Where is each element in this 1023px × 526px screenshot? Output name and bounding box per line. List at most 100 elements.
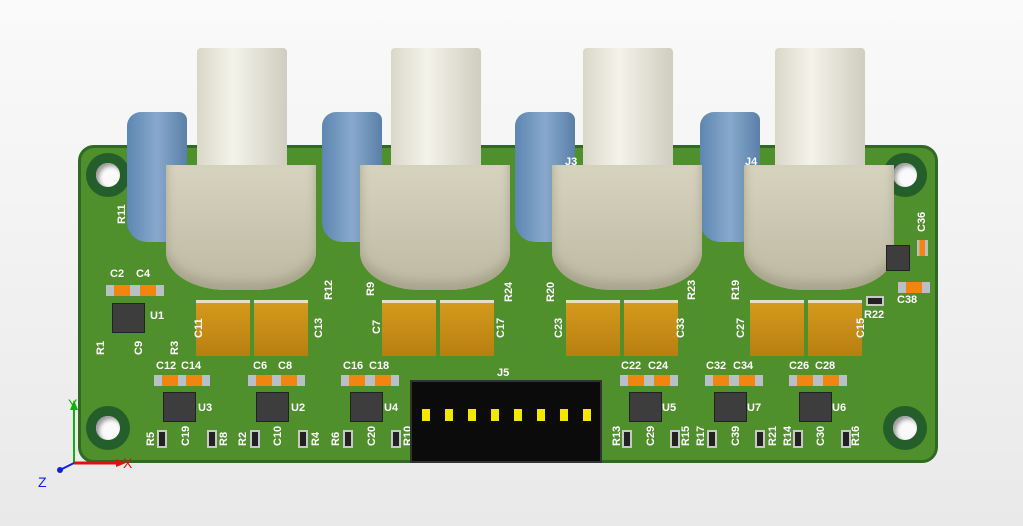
connector-pin (583, 409, 591, 421)
cap-label: C28 (815, 360, 836, 372)
ref-label: R2 (237, 431, 249, 446)
ref-label: R6 (330, 431, 342, 446)
connector-label: J5 (497, 367, 510, 379)
ref-label: C15 (855, 317, 867, 338)
tantalum-capacitor (808, 300, 862, 356)
ref-label: R1 (95, 340, 107, 355)
ref-label: C33 (675, 317, 687, 338)
smd-resistor (793, 430, 803, 448)
smd-capacitor (789, 375, 821, 386)
mounting-hole (86, 406, 130, 450)
ref-label: C27 (735, 317, 747, 338)
ic-chip (714, 392, 747, 422)
ref-label: C39 (730, 425, 742, 446)
ref-label: R17 (695, 425, 707, 446)
ic-label: U7 (747, 402, 762, 414)
tantalum-capacitor (254, 300, 308, 356)
ref-label: C17 (495, 317, 507, 338)
ref-label: C30 (815, 425, 827, 446)
ref-label: R5 (145, 431, 157, 446)
ic-chip (799, 392, 832, 422)
smd-capacitor (917, 240, 928, 256)
rca-jack-j1 (197, 48, 287, 173)
rca-housing-j3 (552, 165, 702, 290)
ref-label: C11 (193, 318, 205, 338)
ref-label: C23 (553, 317, 565, 338)
ic-label: U4 (384, 402, 399, 414)
cap-label: C18 (369, 360, 390, 372)
cap-label: C14 (181, 360, 202, 372)
connector-pin (422, 409, 430, 421)
smd-resistor (755, 430, 765, 448)
connector-pin (537, 409, 545, 421)
cap-label: C6 (253, 360, 268, 372)
cap-label: C2 (110, 268, 125, 280)
ic-label: U6 (832, 402, 847, 414)
cap-label: C36 (916, 211, 928, 232)
ic-chip (163, 392, 196, 422)
smd-capacitor (273, 375, 305, 386)
tantalum-capacitor (196, 300, 250, 356)
smd-resistor (866, 296, 884, 306)
smd-resistor (670, 430, 680, 448)
ref-label: C19 (180, 425, 192, 446)
tantalum-capacitor (566, 300, 620, 356)
cap-label: C16 (343, 360, 364, 372)
smd-capacitor (248, 375, 280, 386)
header-connector-j5 (410, 380, 602, 463)
ic-chip (629, 392, 662, 422)
ref-label: C10 (272, 425, 284, 446)
ref-label: C7 (371, 319, 383, 334)
ic-chip (112, 303, 145, 333)
smd-resistor (298, 430, 308, 448)
ref-label: C9 (133, 340, 145, 355)
ref-label: C29 (645, 425, 657, 446)
ic-label: U1 (150, 310, 165, 322)
smd-resistor (391, 430, 401, 448)
ic-label: U3 (198, 402, 213, 414)
smd-resistor (157, 430, 167, 448)
connector-pin (560, 409, 568, 421)
smd-capacitor (341, 375, 373, 386)
ref-label: R16 (850, 425, 862, 446)
ref-label: C13 (313, 317, 325, 338)
connector-pin (514, 409, 522, 421)
rca-jack-j2 (391, 48, 481, 173)
ref-label: R20 (545, 281, 557, 302)
ic-chip (256, 392, 289, 422)
ref-label: R19 (730, 279, 742, 300)
ic-label: U5 (662, 402, 677, 414)
ref-label: R9 (365, 281, 377, 296)
connector-pin (445, 409, 453, 421)
tantalum-capacitor (440, 300, 494, 356)
mounting-hole (883, 406, 927, 450)
smd-capacitor (132, 285, 164, 296)
rca-housing-j1 (166, 165, 316, 290)
smd-resistor (841, 430, 851, 448)
smd-capacitor (646, 375, 678, 386)
cap-label: C38 (897, 294, 918, 306)
ic-label: U2 (291, 402, 306, 414)
rca-housing-j4 (744, 165, 894, 290)
smd-capacitor (705, 375, 737, 386)
cap-label: C12 (156, 360, 177, 372)
mounting-hole (86, 153, 130, 197)
smd-resistor (622, 430, 632, 448)
rca-housing-j2 (360, 165, 510, 290)
smd-capacitor (178, 375, 210, 386)
y-axis-label: Y (68, 396, 78, 412)
ref-label: R8 (218, 431, 230, 446)
tantalum-capacitor (624, 300, 678, 356)
cap-label: C26 (789, 360, 810, 372)
ref-label: R12 (323, 279, 335, 300)
rca-jack-j3 (583, 48, 673, 173)
x-axis-label: X (123, 455, 133, 471)
ref-label: R3 (169, 340, 181, 355)
smd-capacitor (898, 282, 930, 293)
cap-label: C24 (648, 360, 669, 372)
ref-label: R11 (116, 204, 128, 224)
smd-capacitor (106, 285, 138, 296)
rca-jack-j4 (775, 48, 865, 173)
tantalum-capacitor (382, 300, 436, 356)
ref-label: R21 (767, 425, 779, 446)
